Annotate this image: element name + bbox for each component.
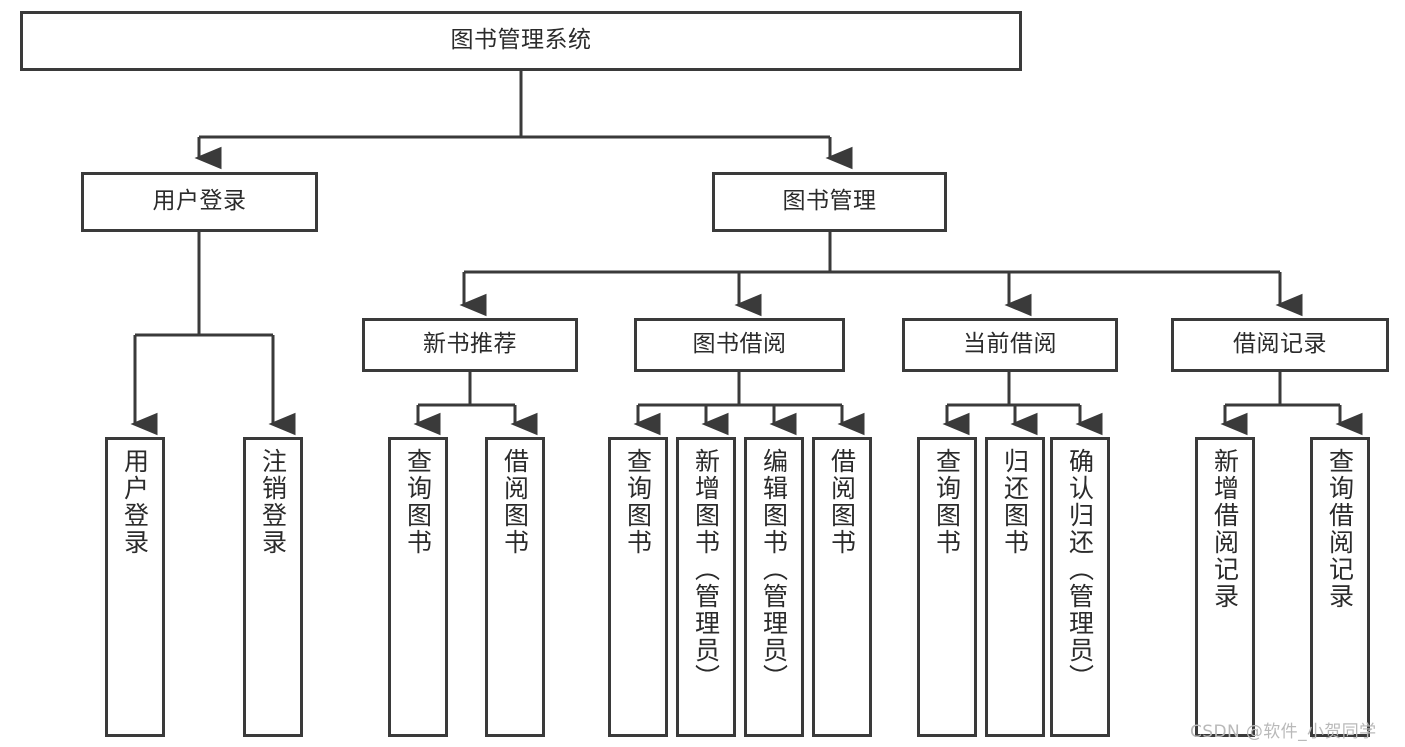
node-leaf-edit-book-admin[interactable]: 编辑图书（管理员） [744, 437, 804, 737]
node-current-borrow[interactable]: 当前借阅 [902, 318, 1118, 372]
node-leaf-current-query-book[interactable]: 查询图书 [917, 437, 977, 737]
node-book-management-label: 图书管理 [782, 188, 877, 215]
node-leaf-borrow-book[interactable]: 借阅图书 [812, 437, 872, 737]
node-leaf-add-borrow-record-label: 新增借阅记录 [1210, 448, 1240, 610]
node-leaf-confirm-return-admin[interactable]: 确认归还（管理员） [1050, 437, 1110, 737]
node-leaf-newbook-query-book-label: 查询图书 [403, 448, 433, 556]
node-user-login[interactable]: 用户登录 [81, 172, 318, 232]
node-borrow-record-label: 借阅记录 [1233, 331, 1327, 358]
node-leaf-return-book[interactable]: 归还图书 [985, 437, 1045, 737]
node-leaf-logout[interactable]: 注销登录 [243, 437, 303, 737]
node-leaf-newbook-query-book[interactable]: 查询图书 [388, 437, 448, 737]
node-leaf-add-book-admin[interactable]: 新增图书（管理员） [676, 437, 736, 737]
node-leaf-return-book-label: 归还图书 [1000, 448, 1030, 556]
node-book-borrow[interactable]: 图书借阅 [634, 318, 845, 372]
csdn-watermark: CSDN @软件_小贺同学 [1190, 722, 1377, 742]
node-book-management[interactable]: 图书管理 [712, 172, 947, 232]
node-current-borrow-label: 当前借阅 [963, 331, 1057, 358]
node-leaf-newbook-borrow-book-label: 借阅图书 [500, 448, 530, 556]
node-leaf-user-login[interactable]: 用户登录 [105, 437, 165, 737]
node-leaf-edit-book-admin-label: 编辑图书（管理员） [759, 448, 789, 691]
node-leaf-confirm-return-admin-label: 确认归还（管理员） [1065, 448, 1095, 691]
node-leaf-borrow-query-book[interactable]: 查询图书 [608, 437, 668, 737]
node-leaf-user-login-label: 用户登录 [120, 448, 150, 556]
node-leaf-logout-label: 注销登录 [258, 448, 288, 556]
node-new-book-recommend-label: 新书推荐 [423, 331, 517, 358]
node-root-system[interactable]: 图书管理系统 [20, 11, 1022, 71]
node-root-system-label: 图书管理系统 [450, 27, 592, 54]
node-new-book-recommend[interactable]: 新书推荐 [362, 318, 578, 372]
node-leaf-query-borrow-record-label: 查询借阅记录 [1325, 448, 1355, 610]
node-leaf-add-borrow-record[interactable]: 新增借阅记录 [1195, 437, 1255, 737]
node-leaf-add-book-admin-label: 新增图书（管理员） [691, 448, 721, 691]
node-leaf-borrow-book-label: 借阅图书 [827, 448, 857, 556]
node-borrow-record[interactable]: 借阅记录 [1171, 318, 1389, 372]
node-user-login-label: 用户登录 [152, 188, 247, 215]
node-leaf-newbook-borrow-book[interactable]: 借阅图书 [485, 437, 545, 737]
node-leaf-current-query-book-label: 查询图书 [932, 448, 962, 556]
node-leaf-query-borrow-record[interactable]: 查询借阅记录 [1310, 437, 1370, 737]
node-leaf-borrow-query-book-label: 查询图书 [623, 448, 653, 556]
node-book-borrow-label: 图书借阅 [692, 331, 787, 358]
